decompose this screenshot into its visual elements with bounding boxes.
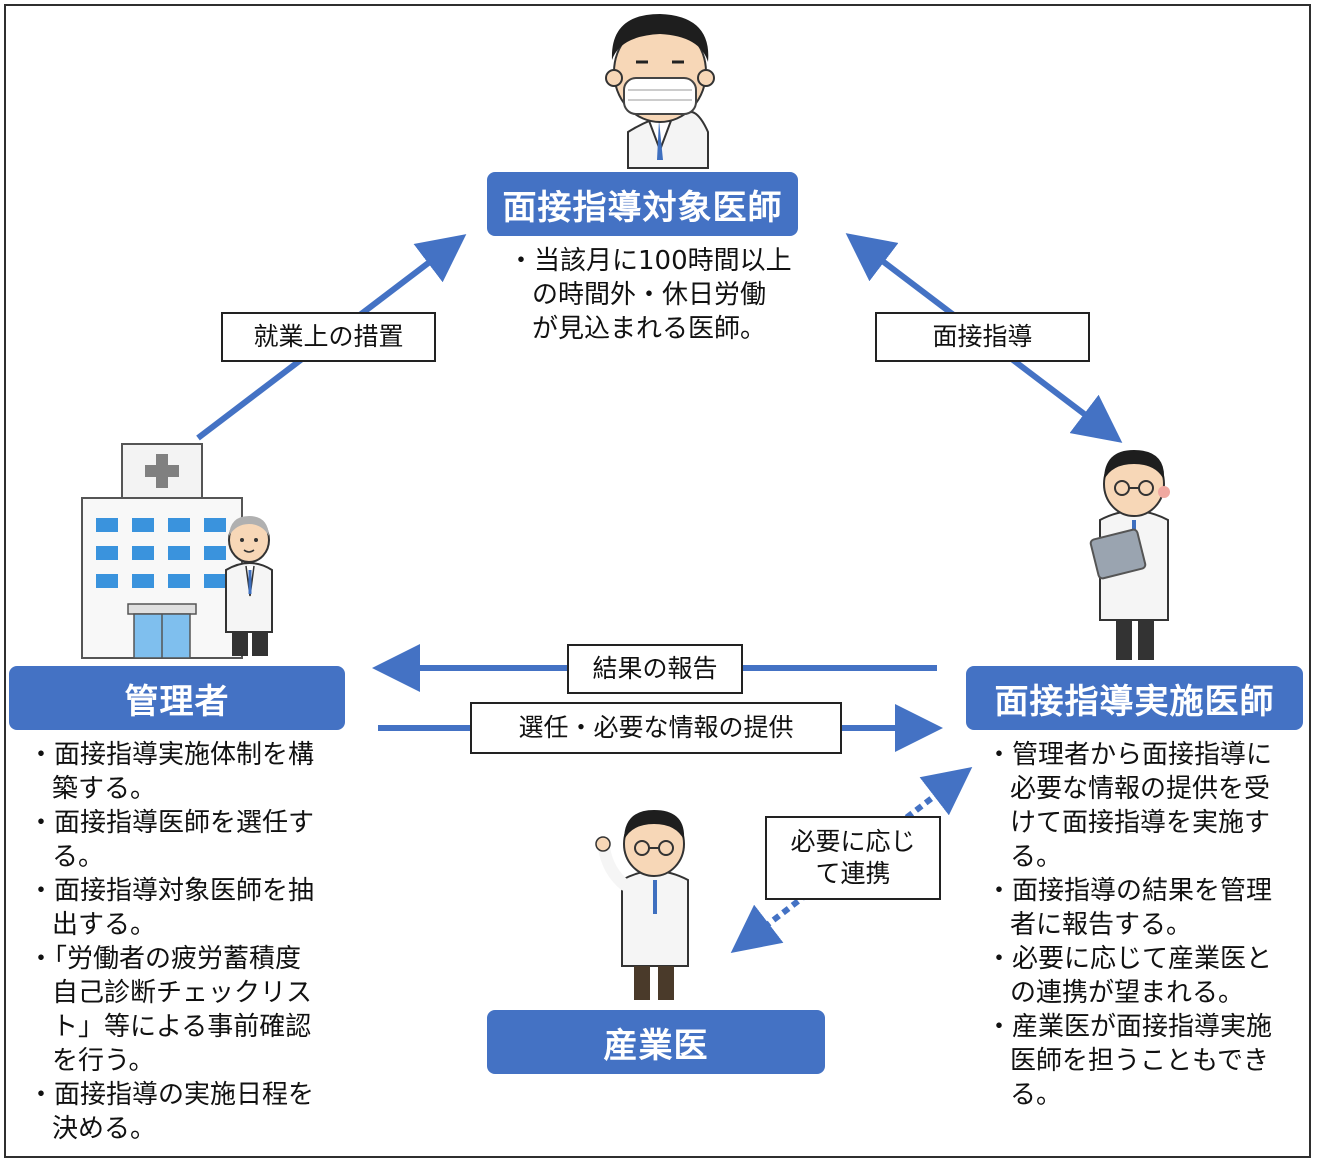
list-item: ・面接指導実施体制を構築する。 [28,740,315,804]
tired-doctor-mask-icon [605,14,715,169]
cooperation-label: 必要に応じて連携 [765,816,941,900]
industrial-doctor-box: 産業医 [487,1010,825,1074]
manager-box: 管理者 [9,666,345,730]
manager-description: ・面接指導実施体制を構築する。 ・面接指導医師を選任する。 ・面接指導対象医師を… [28,738,318,1146]
list-item: ・「労働者の疲労蓄積度自己診断チェックリスト」等による事前確認を行う。 [28,944,313,1076]
list-item: ・面接指導の結果を管理者に報告する。 [986,876,1273,940]
list-item: ・面接指導医師を選任する。 [28,808,315,872]
target-desc-line: の時間外・休日労働 [532,280,767,310]
doctor-with-tablet-icon [1089,450,1170,660]
list-item: ・必要に応じて産業医との連携が望まれる。 [986,944,1273,1008]
report-results-label: 結果の報告 [567,644,743,694]
list-item: ・面接指導の実施日程を決める。 [28,1080,315,1144]
target-doctor-description: ・当該月に100時間以上 の時間外・休日労働 が見込まれる医師。 [508,244,808,346]
diagram-frame [4,4,1311,1158]
target-desc-line: ・当該月に100時間以上 [508,246,792,276]
interview-guidance-label: 面接指導 [875,312,1090,362]
list-item: ・管理者から面接指導に必要な情報の提供を受けて面接指導を実施する。 [986,740,1273,872]
senior-doctor-icon [225,516,273,656]
hospital-building-icon [81,443,243,659]
target-doctor-box: 面接指導対象医師 [487,172,798,236]
pointing-doctor-icon [595,810,689,1000]
interview-doctor-box: 面接指導実施医師 [966,666,1303,730]
list-item: ・面接指導対象医師を抽出する。 [28,876,315,940]
selection-info-label: 選任・必要な情報の提供 [470,702,842,754]
work-measures-label: 就業上の措置 [221,312,436,362]
list-item: ・産業医が面接指導実施医師を担うこともできる。 [986,1012,1273,1110]
target-desc-line: が見込まれる医師。 [532,314,767,344]
interview-doctor-description: ・管理者から面接指導に必要な情報の提供を受けて面接指導を実施する。 ・面接指導の… [986,738,1276,1112]
